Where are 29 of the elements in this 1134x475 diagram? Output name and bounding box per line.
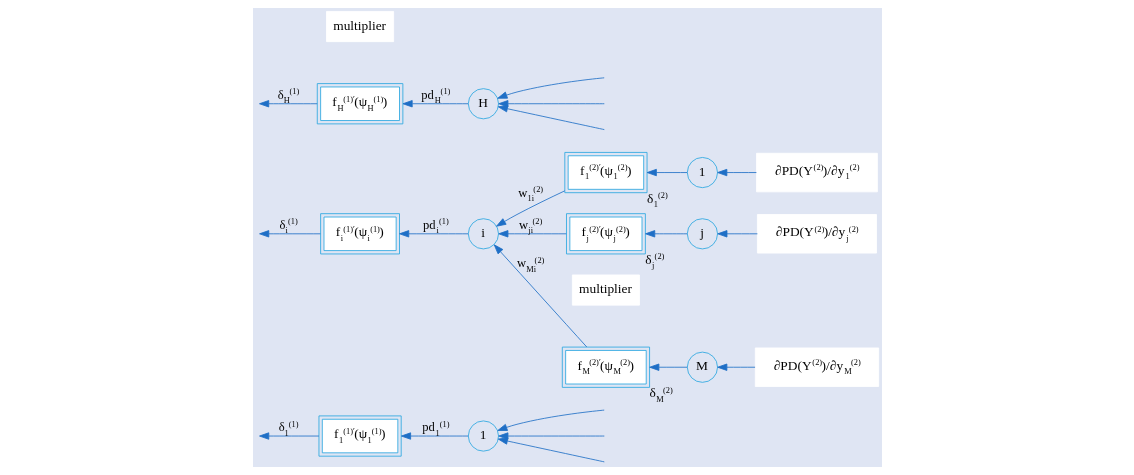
arrow [402,100,469,108]
arrow [497,230,567,238]
arrow [716,168,757,177]
node-circle: i [467,218,499,250]
arrow [495,190,565,227]
arrow [646,168,688,177]
arrow [648,363,688,371]
arrow [644,230,688,238]
node-circle: j [686,218,718,250]
node-circle: H [467,88,499,120]
label: multiplier [332,17,386,33]
arrow [258,100,318,108]
arrow [493,244,587,348]
node-circle: 1 [686,157,718,189]
arrow [716,230,758,238]
arrow [258,432,319,440]
arrow [497,100,605,130]
label: multiplier [578,281,632,297]
arrow [497,100,605,113]
arrow [497,432,605,463]
arrow [398,230,469,238]
node-circle: 1 [467,420,499,452]
node-circle: M [686,351,718,383]
arrow [400,432,469,440]
arrow [497,432,605,445]
arrow [258,230,321,238]
arrow [496,77,605,99]
arrow [496,409,605,431]
arrow [716,363,755,371]
